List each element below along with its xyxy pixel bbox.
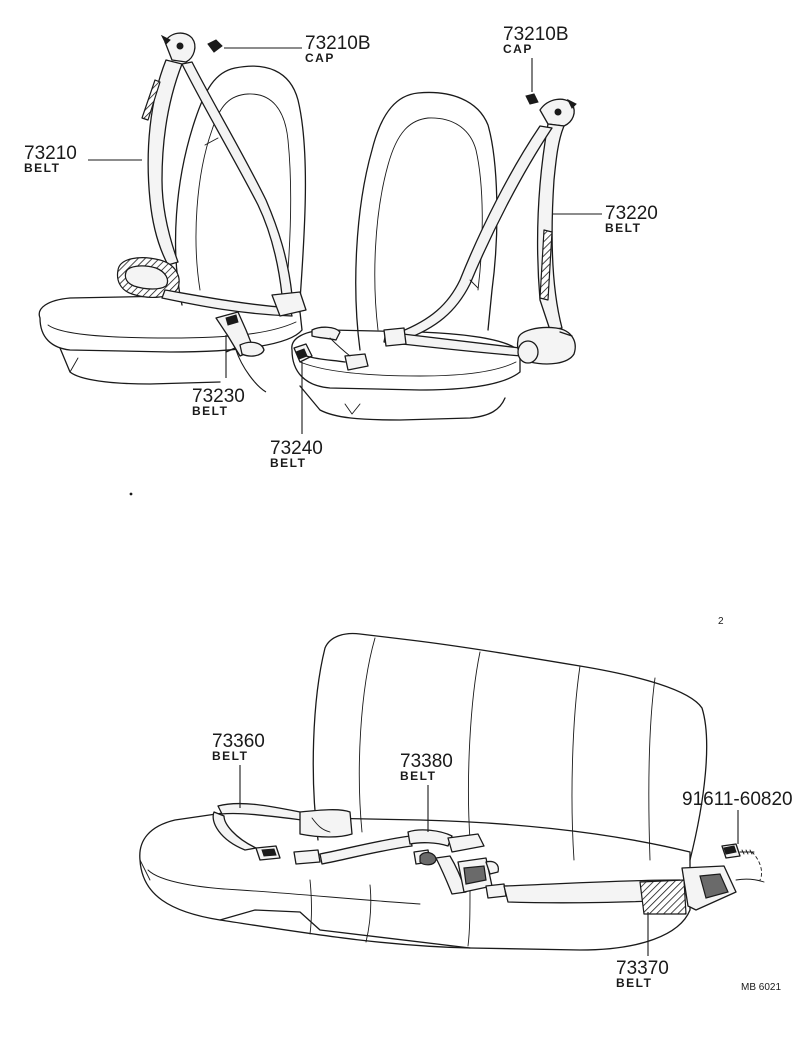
callout-73220-belt: 73220 BELT: [552, 203, 658, 235]
part-description: BELT: [212, 749, 248, 763]
callout-73370-belt: 73370 BELT: [616, 912, 669, 990]
stray-mark: 2: [718, 616, 724, 627]
part-number: 73360: [212, 731, 265, 752]
callout-73360-belt: 73360 BELT: [212, 731, 265, 808]
part-number: 73220: [605, 203, 658, 224]
belt-73380-center-belt: [407, 829, 507, 899]
right-front-seat: [291, 91, 521, 421]
part-number: 73380: [400, 751, 453, 772]
callout-73210b-cap-right: 73210B CAP: [503, 24, 569, 105]
part-description: BELT: [400, 769, 436, 783]
part-number: 73370: [616, 958, 669, 979]
belt-73230-buckle: [215, 311, 265, 357]
part-number: 73240: [270, 438, 323, 459]
callout-73210-belt: 73210 BELT: [24, 143, 142, 175]
callout-73210b-cap-left: 73210B CAP: [207, 33, 371, 65]
drawing-code: MB 6021: [741, 982, 781, 993]
belt-73220-assembly: [383, 98, 577, 365]
left-front-seat: [38, 65, 307, 385]
part-number: 73210B: [305, 33, 371, 54]
part-description: BELT: [605, 221, 641, 235]
belt-73360-lap-belt: [212, 802, 413, 865]
callout-73230-belt: 73230 BELT: [192, 335, 267, 418]
part-description: BELT: [270, 456, 306, 470]
front-seats-group: [38, 32, 577, 421]
belt-73370-lap-belt: [503, 865, 765, 915]
part-description: CAP: [503, 42, 533, 56]
callout-73380-belt: 73380 BELT: [400, 751, 453, 832]
stray-dot: [129, 492, 133, 496]
part-description: BELT: [24, 161, 60, 175]
belt-73240-buckle: [293, 326, 369, 371]
part-number: 73210: [24, 143, 77, 164]
belt-73210-assembly: [116, 32, 307, 317]
rear-bench-seat: [139, 632, 708, 951]
part-number: 73210B: [503, 24, 569, 45]
part-description: BELT: [192, 404, 228, 418]
callout-91611-60820: 91611-60820: [682, 789, 793, 844]
part-description: BELT: [616, 976, 652, 990]
callout-73240-belt: 73240 BELT: [270, 362, 323, 470]
bolt-91611-60820: [721, 843, 763, 881]
part-description: CAP: [305, 51, 335, 65]
rear-seat-group: [139, 632, 765, 951]
part-number: 73230: [192, 386, 245, 407]
part-number: 91611-60820: [682, 789, 793, 810]
